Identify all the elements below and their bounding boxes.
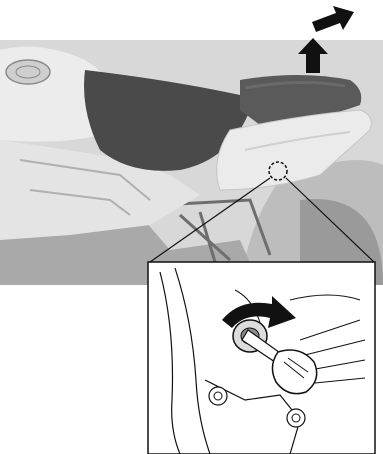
motorcycle-view	[0, 40, 383, 285]
fuel-cap	[6, 60, 50, 84]
detail-inset	[148, 262, 375, 454]
bolt-right	[287, 409, 305, 427]
bolt-left	[209, 387, 227, 405]
